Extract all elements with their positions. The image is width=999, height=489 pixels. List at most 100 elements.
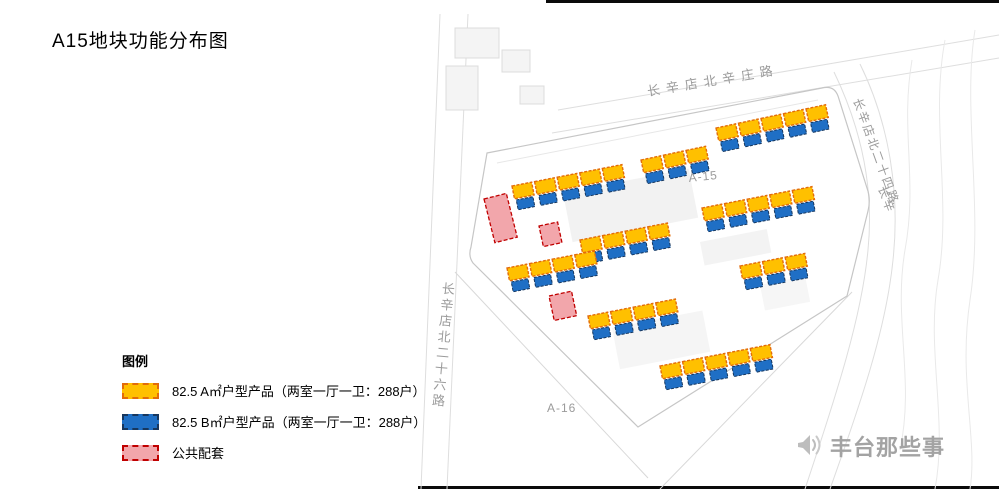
unit-b-building (628, 241, 649, 256)
watermark: 丰台那些事 (795, 430, 945, 462)
unit-b-building (809, 118, 830, 134)
unit-b-building (605, 178, 626, 193)
unit-b-building (555, 269, 576, 284)
north-road-line (557, 34, 999, 111)
public-facility-block (483, 192, 518, 244)
west-road-line (420, 13, 441, 489)
north-road-line (551, 57, 999, 134)
public-label: 公共配套 (172, 446, 225, 461)
unit-b-building (787, 123, 808, 138)
watermark-text: 丰台那些事 (830, 435, 946, 460)
unit-b-building (667, 164, 688, 180)
unit-a-building (601, 230, 626, 250)
unit-a-building (551, 254, 576, 273)
context-slab (760, 276, 811, 311)
unit-b-building (705, 218, 726, 233)
unit-b-swatch (122, 413, 159, 430)
legend-item-unit-b: 82.5 B㎡户型产品（两室一厅一卫：288户） (122, 412, 426, 431)
unit-a-building (723, 198, 748, 218)
public-swatch (122, 444, 159, 461)
area-label-a15: A-15 (688, 168, 719, 185)
unit-b-building (773, 204, 794, 220)
unit-b-building (766, 271, 786, 286)
unit-b-building (708, 367, 729, 382)
unit-a-building (681, 356, 706, 376)
building-cluster (701, 185, 816, 233)
east-road-line (829, 63, 896, 489)
building-cluster (715, 103, 830, 153)
context-block (519, 85, 545, 105)
unit-b-building (533, 273, 553, 288)
unit-a-building (528, 258, 553, 278)
unit-b-building (686, 371, 706, 386)
unit-a-building (784, 252, 809, 271)
unit-a-building (609, 306, 634, 326)
megaphone-icon (798, 435, 821, 455)
unit-b-building (560, 187, 581, 202)
unit-a-building (632, 302, 657, 321)
unit-a-building (506, 263, 530, 282)
building-clusters-layer (506, 103, 830, 391)
unit-b-building (795, 200, 816, 215)
contour-line (899, 59, 913, 451)
area-label-a16: A-16 (547, 401, 576, 415)
unit-b-building (743, 276, 764, 291)
parcel-boundary (469, 86, 870, 428)
unit-b-building (515, 196, 536, 211)
context-slab (612, 310, 711, 370)
unit-a-building (791, 185, 816, 205)
building-cluster (640, 145, 710, 185)
building-cluster (659, 343, 774, 391)
unit-b-building (731, 362, 752, 378)
context-slab (700, 229, 772, 266)
unit-b-building (742, 132, 763, 148)
legend-item-unit-a: 82.5 A㎡户型产品（两室一厅一卫：288户） (122, 381, 426, 400)
context-block (501, 49, 531, 73)
unit-a-building (737, 118, 762, 137)
legend: 图例 82.5 A㎡户型产品（两室一厅一卫：288户） 82.5 B㎡户型产品（… (122, 351, 426, 474)
unit-a-building (573, 250, 598, 269)
bottom-border-bar (418, 486, 999, 489)
unit-a-building (701, 203, 725, 222)
unit-a-swatch (122, 382, 159, 399)
unit-a-building (511, 181, 535, 200)
sidewalk-line (496, 99, 819, 164)
unit-a-building (685, 145, 710, 164)
building-cluster (587, 298, 680, 341)
unit-a-building (782, 108, 807, 128)
unit-b-label: 82.5 B㎡户型产品（两室一厅一卫：288户） (172, 415, 427, 430)
legend-item-public: 公共配套 (122, 443, 426, 462)
unit-b-building (614, 321, 634, 336)
public-facility-block (548, 290, 578, 322)
unit-b-building (753, 358, 774, 373)
unit-a-building (556, 172, 581, 191)
unit-a-building (805, 103, 830, 123)
unit-b-building (764, 128, 785, 143)
contour-line (965, 29, 976, 489)
contour-line (933, 39, 946, 489)
unit-b-building (636, 317, 657, 332)
unit-a-building (662, 150, 687, 169)
unit-b-building (644, 169, 665, 185)
building-cluster (511, 163, 626, 211)
building-cluster (506, 250, 599, 293)
unit-a-building (726, 348, 751, 367)
unit-a-building (624, 226, 649, 245)
unit-b-building (719, 137, 740, 153)
public-facility-block (538, 221, 563, 248)
unit-b-building (510, 278, 531, 293)
public-facilities-layer (483, 192, 578, 322)
unit-a-building (704, 352, 729, 371)
unit-b-building (578, 264, 599, 280)
unit-b-building (659, 312, 680, 328)
a16-boundary-line (659, 291, 853, 489)
east-road-line (804, 71, 870, 489)
unit-a-building (587, 311, 611, 330)
context-block (454, 27, 500, 59)
unit-b-building (591, 326, 612, 341)
unit-a-building (533, 176, 558, 196)
unit-a-building (768, 190, 793, 209)
unit-b-building (651, 236, 672, 252)
